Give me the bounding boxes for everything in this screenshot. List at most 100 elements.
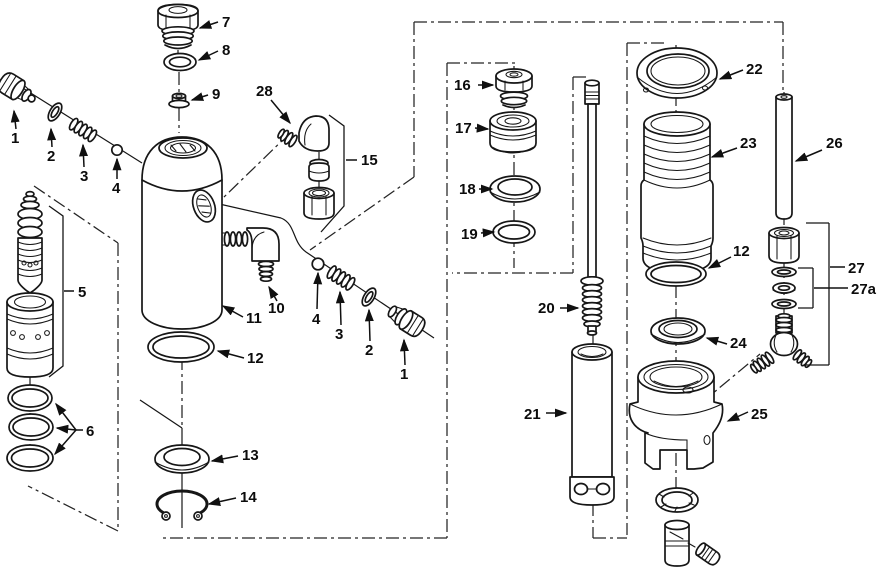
callout-22-label: 22	[746, 61, 763, 78]
callout-3-left: 3	[79, 143, 88, 185]
callout-24-label: 24	[730, 335, 747, 352]
part-elbow-28-and-15	[277, 115, 335, 220]
part-housing-25	[628, 360, 724, 470]
callout-9: 9	[190, 86, 220, 103]
callout-23: 23	[710, 135, 757, 158]
callout-10-label: 10	[268, 300, 285, 317]
part-plug-1-left	[0, 72, 36, 103]
callout-6-label: 6	[86, 423, 94, 440]
callout-15: 15	[346, 152, 378, 169]
part-sleeve-23	[640, 111, 714, 273]
callout-6: 6	[54, 402, 94, 456]
part-spring-20	[580, 275, 604, 336]
callout-25-label: 25	[751, 406, 768, 423]
callout-14-label: 14	[240, 489, 257, 506]
callout-20-label: 20	[538, 300, 555, 317]
part-washer-13	[154, 444, 210, 474]
callout-14: 14	[207, 489, 257, 506]
part-ball-4-right	[311, 257, 325, 271]
part-gland-17	[489, 111, 537, 154]
callout-27: 27	[830, 260, 865, 277]
callout-1-left: 1	[10, 109, 20, 147]
callout-26-label: 26	[826, 135, 843, 152]
callout-7: 7	[198, 14, 230, 31]
part-fitting-unlabeled	[664, 519, 721, 567]
part-o-ring-2-right	[361, 287, 377, 307]
callout-18: 18	[459, 181, 494, 198]
callout-4-right: 4	[312, 271, 323, 328]
part-o-ring-12-right	[645, 261, 707, 287]
part-elbow-fitting-10	[221, 227, 280, 283]
callout-5-label: 5	[78, 284, 86, 301]
callout-16: 16	[454, 77, 495, 94]
callout-3-right-label: 3	[335, 326, 343, 343]
callout-4-left-label: 4	[112, 180, 121, 197]
callout-1-right-label: 1	[400, 366, 408, 383]
callout-21-label: 21	[524, 406, 541, 423]
callout-16-label: 16	[454, 77, 471, 94]
callout-13-label: 13	[242, 447, 259, 464]
part-ring-22	[636, 47, 718, 99]
part-nut-9	[168, 92, 190, 109]
part-nut-27	[768, 226, 800, 264]
callout-4-left: 4	[112, 157, 122, 197]
part-cylinder-21	[569, 343, 615, 506]
callout-12-right-label: 12	[733, 243, 750, 260]
part-plug-7	[157, 3, 199, 50]
callout-23-label: 23	[740, 135, 757, 152]
callout-7-label: 7	[222, 14, 230, 31]
callout-28-label: 28	[256, 83, 273, 100]
part-o-rings-6	[6, 384, 54, 472]
callout-3-left-label: 3	[80, 168, 88, 185]
callout-27-label: 27	[848, 260, 865, 277]
callout-27a-label: 27a	[851, 281, 877, 298]
part-spring-3-right	[326, 265, 356, 291]
callout-1-right: 1	[399, 338, 409, 383]
part-spring-3-left	[68, 117, 98, 143]
part-tee-fitting-27	[749, 312, 813, 374]
part-snap-ring-14	[155, 489, 209, 521]
callout-19-label: 19	[461, 226, 478, 243]
callout-11-label: 11	[246, 310, 262, 327]
part-ball-4-left	[110, 143, 124, 157]
callout-18-label: 18	[459, 181, 476, 198]
part-o-ring-19	[492, 220, 536, 244]
callout-13: 13	[210, 447, 259, 464]
callout-22: 22	[718, 61, 763, 80]
callout-2-right: 2	[364, 308, 374, 359]
callout-17-label: 17	[455, 120, 472, 137]
callout-1-left-label: 1	[11, 130, 19, 147]
callout-3-right: 3	[335, 290, 345, 343]
part-plug-1-right	[387, 305, 426, 338]
callout-24: 24	[705, 335, 747, 352]
callout-2-left-label: 2	[47, 148, 55, 165]
callout-28: 28	[256, 83, 291, 125]
part-piston-rod	[584, 79, 600, 278]
callout-5: 5	[64, 284, 86, 301]
part-o-ring-12-left	[147, 331, 215, 363]
part-valve-assembly-5	[6, 190, 54, 378]
callout-19: 19	[461, 226, 496, 243]
callout-15-label: 15	[361, 152, 378, 169]
part-tube-26	[775, 93, 793, 220]
callout-11: 11	[221, 305, 262, 327]
callout-4-right-label: 4	[312, 311, 321, 328]
callout-2-right-label: 2	[365, 342, 373, 359]
part-o-ring-8	[163, 52, 197, 72]
callout-10: 10	[268, 285, 285, 317]
callout-26: 26	[794, 135, 843, 162]
callout-12-left-label: 12	[247, 350, 264, 367]
part-body-11	[141, 136, 223, 330]
callout-20: 20	[538, 300, 580, 317]
part-washer-18	[489, 175, 541, 203]
part-seal-24	[650, 317, 706, 345]
callout-12-right: 12	[707, 243, 750, 269]
callout-17: 17	[455, 120, 490, 137]
callout-21: 21	[524, 406, 568, 423]
callout-8-label: 8	[222, 42, 230, 59]
part-washers-27a	[771, 266, 797, 310]
callout-9-label: 9	[212, 86, 220, 103]
callout-8: 8	[197, 42, 230, 61]
